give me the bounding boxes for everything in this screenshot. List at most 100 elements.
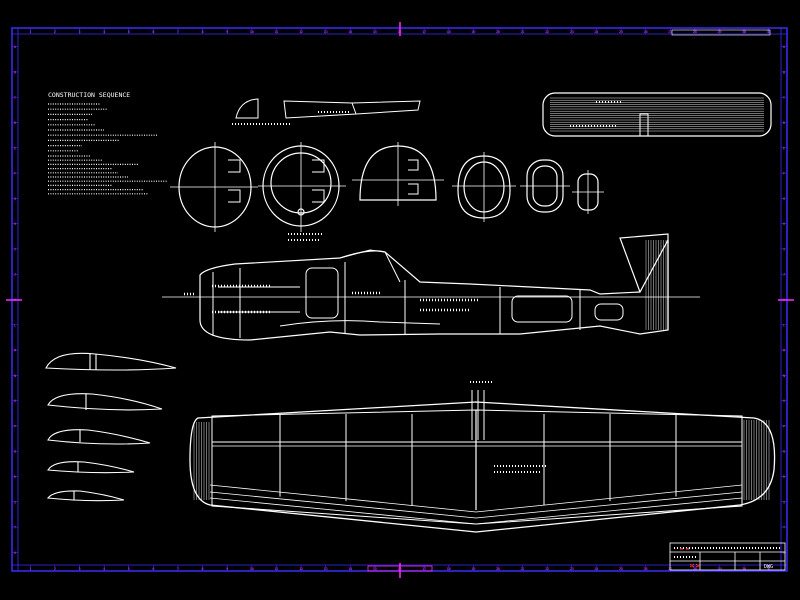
right-ruler-letter: F: [783, 172, 785, 176]
wing-rib-sections: [45, 352, 177, 502]
right-ruler-letter: J: [783, 273, 785, 277]
top-ruler-number: 2: [54, 30, 56, 34]
rear-lightening-hole: [511, 295, 573, 323]
top-ruler-number: 26: [644, 30, 648, 34]
right-ruler-letter: G: [783, 197, 785, 201]
left-ruler-letter: D: [14, 121, 16, 125]
top-ruler-number: 9: [226, 30, 228, 34]
stabilizer-grain: [550, 97, 764, 132]
right-ruler-letter: P: [783, 424, 785, 428]
bottom-ruler-number: 24: [594, 567, 598, 571]
right-ruler-letter: I: [783, 247, 785, 251]
bottom-ruler-number: 21: [520, 567, 524, 571]
left-ruler-letter: T: [14, 526, 17, 530]
rib-5: [46, 490, 125, 502]
right-ruler-letter: N: [783, 374, 785, 378]
former-f2: [258, 142, 346, 232]
left-ruler-letter: I: [14, 247, 16, 251]
bottom-ruler-number: 4: [103, 567, 105, 571]
top-ruler-number: 11: [274, 30, 278, 34]
fin-outline: [619, 233, 669, 330]
left-ruler-letter: M: [14, 349, 16, 353]
bottom-ruler-number: 23: [570, 567, 574, 571]
title-block-frame: [669, 542, 786, 571]
horizontal-stabilizer: [542, 92, 772, 137]
title-block: DWG: [669, 542, 786, 571]
top-ruler-number: 3: [78, 30, 80, 34]
bottom-ruler-number: 17: [422, 567, 426, 571]
top-ruler-number: 19: [471, 30, 475, 34]
top-ruler-number: 23: [570, 30, 574, 34]
bottom-ruler-number: 25: [619, 567, 623, 571]
right-ruler-letter: R: [783, 475, 786, 479]
right-ruler-letter: S: [783, 500, 785, 504]
left-ruler-letter: U: [14, 551, 16, 555]
top-ruler-number: 8: [202, 30, 204, 34]
former-f3: [352, 142, 444, 206]
bottom-ruler-number: 8: [202, 567, 204, 571]
right-ruler-letter: L: [783, 323, 785, 327]
top-ruler-number: 20: [496, 30, 500, 34]
right-ruler-letter: B: [783, 70, 785, 74]
small-parts: [232, 98, 421, 125]
wing-ribs: [279, 410, 677, 510]
left-ruler-letter: C: [14, 96, 16, 100]
wing-tip-grain: [193, 420, 770, 500]
wing-plan-view: [189, 381, 776, 533]
bottom-ruler-number: 3: [78, 567, 80, 571]
left-ruler-letter: L: [14, 323, 16, 327]
elevator-joiner: [639, 113, 649, 136]
fuselage-outline: [199, 239, 669, 341]
bottom-ruler-number: 13: [324, 567, 328, 571]
top-ruler-number: 31: [767, 30, 771, 34]
top-ruler-number: 22: [545, 30, 549, 34]
wing-outline: [189, 401, 776, 533]
note-lines: [48, 103, 168, 195]
stabilizer-outline: [542, 92, 772, 137]
top-ruler-number: 27: [668, 30, 672, 34]
bottom-ruler-number: 9: [226, 567, 228, 571]
rib-1: [45, 352, 177, 371]
drawing-number: DWG: [764, 564, 773, 570]
top-ruler-number: 1: [29, 30, 31, 34]
bottom-scale-bar: [367, 565, 433, 572]
tail-lightening-hole: [594, 303, 624, 321]
bottom-ruler-number: 15: [373, 567, 377, 571]
bottom-ruler-number: 18: [447, 567, 451, 571]
top-ruler-number: 14: [348, 30, 352, 34]
rib-4: [47, 461, 135, 474]
left-ruler-letter: A: [14, 45, 17, 49]
top-ruler-number: 28: [693, 30, 697, 34]
bottom-ruler-number: 26: [644, 567, 648, 571]
wing-inner-outline: [211, 409, 743, 525]
ruler-ticks: 1122334455667788991010111112121313141415…: [12, 28, 787, 571]
sheet-frame: 1122334455667788991010111112121313141415…: [6, 22, 794, 578]
top-ruler-number: 4: [103, 30, 105, 34]
bottom-ruler-number: 19: [471, 567, 475, 571]
revision-cross-marks: [689, 563, 701, 568]
right-ruler-letter: M: [783, 349, 785, 353]
bottom-ruler-number: 14: [348, 567, 352, 571]
right-ruler-letter: A: [783, 45, 786, 49]
canopy-outline: [339, 249, 401, 283]
top-ruler-number: 13: [324, 30, 328, 34]
top-ruler-number: 24: [594, 30, 598, 34]
rib-2: [47, 393, 163, 411]
left-ruler-letter: H: [14, 222, 16, 226]
top-ruler-number: 18: [447, 30, 451, 34]
former-f5: [520, 159, 570, 213]
bottom-ruler-number: 5: [128, 567, 130, 571]
left-ruler-letter: Q: [14, 450, 16, 454]
bottom-ruler-number: 12: [299, 567, 303, 571]
outer-border: [11, 27, 788, 572]
top-ruler-number: 7: [177, 30, 179, 34]
top-ruler-number: 17: [422, 30, 426, 34]
bottom-ruler-number: 20: [496, 567, 500, 571]
bottom-ruler-number: 6: [152, 567, 154, 571]
left-ruler-letter: G: [14, 197, 16, 201]
former-f1: [170, 142, 258, 232]
right-ruler-letter: T: [783, 526, 786, 530]
right-ruler-letter: D: [783, 121, 785, 125]
top-ruler-number: 15: [373, 30, 377, 34]
